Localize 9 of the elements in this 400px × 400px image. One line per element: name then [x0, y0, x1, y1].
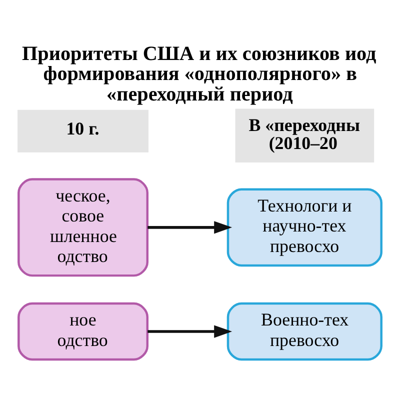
arrow — [148, 221, 232, 234]
node-box: ческое, совое шленное одство — [18, 178, 148, 277]
node-box: ное одство — [18, 302, 148, 361]
node-box: В «переходны (2010–20 — [235, 108, 374, 162]
node-box: Военно-тех превосхо — [226, 302, 382, 361]
arrow — [148, 325, 232, 338]
diagram-title: Приоритеты США и их союзников иод формирования «однополярного» в «переходный период — [22, 42, 376, 106]
node-box: 10 г. — [18, 110, 148, 152]
node-box: Технологи и научно-тех превосхо — [226, 188, 382, 267]
